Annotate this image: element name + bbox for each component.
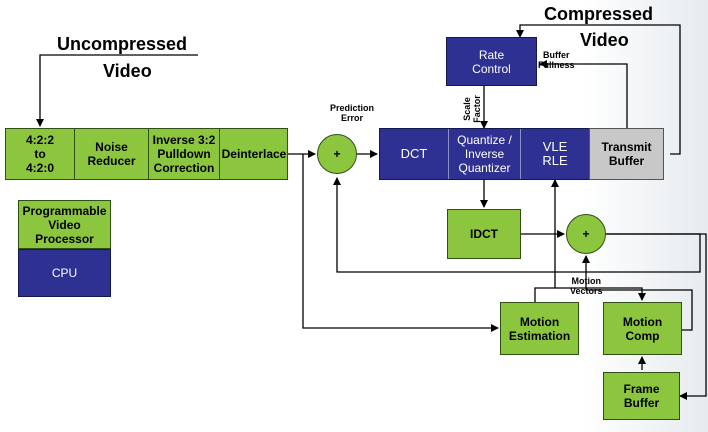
legend-pvp: Programmable Video Processor (18, 200, 111, 249)
pvp-line2: Video (48, 217, 81, 232)
summing-node-prediction[interactable]: + (317, 134, 357, 174)
pvp-line1: Programmable (22, 203, 107, 218)
compressed-label-line2: Video (580, 30, 629, 50)
pulldown-line2: Pulldown (157, 147, 211, 161)
vle-line2: RLE (542, 153, 568, 168)
quant-line2: Inverse (464, 147, 505, 161)
frame-buffer-line1: Frame (623, 382, 660, 396)
compressed-label-line1: Compressed (544, 4, 654, 24)
dct-label: DCT (400, 146, 428, 161)
noise-line1: Noise (95, 140, 128, 154)
motion-vectors-label: Motion Vectors (570, 276, 603, 296)
idct-label: IDCT (470, 227, 498, 241)
motion-comp-line2: Comp (625, 328, 660, 343)
vle-rle-block[interactable]: VLE RLE (520, 129, 589, 179)
idct-block[interactable]: IDCT (447, 209, 521, 259)
inverse-pulldown-block[interactable]: Inverse 3:2 Pulldown Correction (148, 129, 219, 179)
convert-line1: 4:2:2 (25, 133, 54, 147)
uncompressed-video-label-2: Video (103, 61, 152, 82)
vle-line1: VLE (542, 139, 568, 154)
prediction-error-label: Prediction Error (330, 103, 374, 123)
frame-buffer-block[interactable]: Frame Buffer (603, 372, 680, 420)
pvp-line3: Processor (35, 231, 94, 246)
noise-reducer-block[interactable]: Noise Reducer (74, 129, 148, 179)
rate-control-block[interactable]: Rate Control (446, 37, 537, 86)
buffer-fullness-line2: Fullness (538, 60, 575, 70)
motion-est-line2: Estimation (508, 328, 571, 343)
encoder-strip: DCT Quantize / Inverse Quantizer VLE RLE… (379, 128, 664, 180)
frame-buffer-line2: Buffer (623, 396, 660, 410)
motion-est-line1: Motion (519, 314, 560, 329)
quant-line1: Quantize / (457, 133, 512, 147)
motion-vectors-line2: Vectors (570, 286, 603, 296)
chroma-convert-block[interactable]: 4:2:2 to 4:2:0 (6, 129, 74, 179)
convert-line3: 4:2:0 (25, 161, 54, 175)
quantizer-block[interactable]: Quantize / Inverse Quantizer (448, 129, 520, 179)
deinterlace-block[interactable]: Deinterlace (219, 129, 288, 179)
transmit-line1: Transmit (601, 140, 652, 154)
deinterlace-label: Deinterlace (221, 147, 287, 161)
convert-line2: to (34, 147, 46, 161)
prediction-label-line1: Prediction (330, 103, 375, 113)
quant-line3: Quantizer (458, 161, 511, 175)
summing-node-reconstruction[interactable]: + (566, 214, 606, 254)
pulldown-line1: Inverse 3:2 (152, 133, 216, 147)
cpu-label: CPU (51, 266, 78, 280)
rate-line1: Rate (478, 47, 505, 62)
pulldown-line3: Correction (153, 161, 215, 175)
buffer-fullness-line1: Buffer (543, 50, 570, 60)
scale-factor-line1: Scale (461, 97, 472, 121)
scale-factor-label: Scale Factor (462, 95, 482, 123)
motion-comp-line1: Motion (622, 314, 663, 329)
scale-factor-line2: Factor (471, 95, 482, 123)
prediction-label-line2: Error (341, 113, 364, 123)
transmit-buffer-block[interactable]: Transmit Buffer (589, 128, 664, 180)
motion-comp-block[interactable]: Motion Comp (603, 302, 682, 355)
rate-line2: Control (472, 61, 511, 76)
transmit-line2: Buffer (608, 154, 645, 168)
uncompressed-label-line1: Uncompressed (57, 34, 188, 54)
compressed-video-label: Compressed (544, 4, 653, 25)
uncompressed-video-label: Uncompressed (57, 34, 187, 55)
motion-estimation-block[interactable]: Motion Estimation (500, 302, 579, 355)
dct-block[interactable]: DCT (380, 129, 448, 179)
legend-cpu: CPU (18, 249, 111, 297)
compressed-video-label-2: Video (580, 30, 629, 51)
preprocessing-strip: 4:2:2 to 4:2:0 Noise Reducer Inverse 3:2… (5, 128, 288, 180)
uncompressed-label-line2: Video (103, 61, 152, 81)
plus-icon: + (333, 147, 341, 161)
motion-vectors-line1: Motion (571, 276, 602, 286)
buffer-fullness-label: Buffer Fullness (538, 50, 575, 70)
noise-line2: Reducer (87, 154, 136, 168)
plus-icon: + (582, 227, 590, 241)
